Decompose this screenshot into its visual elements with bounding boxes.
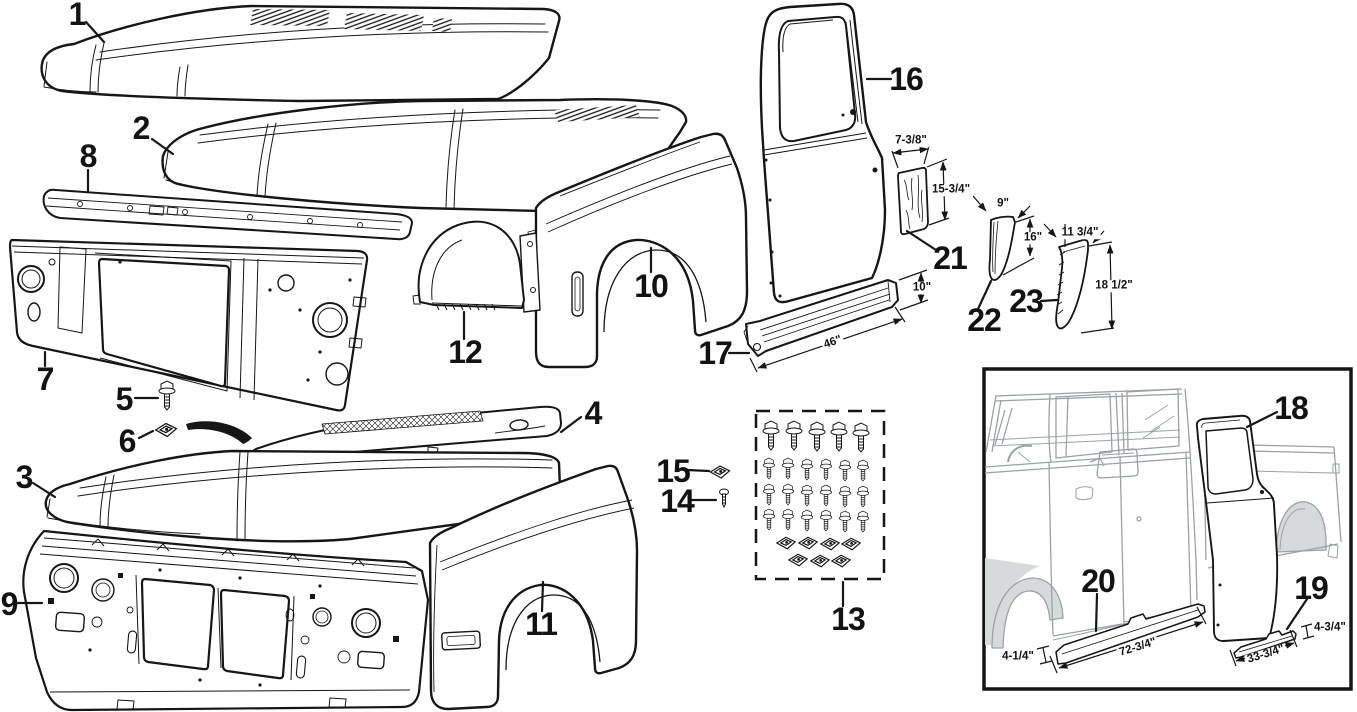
core-support-2-drawing xyxy=(22,529,430,712)
clip-15-drawing xyxy=(709,465,731,479)
callout-18: 18 xyxy=(1274,390,1309,426)
callout-19: 19 xyxy=(1294,570,1329,606)
callout-6: 6 xyxy=(118,423,137,459)
patch-23-drawing xyxy=(1055,238,1089,330)
seal-strip-drawing xyxy=(186,421,252,444)
callout-21: 21 xyxy=(933,240,968,276)
cowl-panel-drawing xyxy=(249,405,562,464)
callout-10: 10 xyxy=(634,268,669,304)
fender-10-drawing xyxy=(526,132,749,369)
callout-7: 7 xyxy=(36,361,55,397)
bolt-5-drawing xyxy=(158,380,176,411)
callout-12: 12 xyxy=(448,334,483,370)
callout-17: 17 xyxy=(698,335,733,371)
callout-16: 16 xyxy=(889,61,924,97)
callout-13: 13 xyxy=(831,601,866,637)
callout-20: 20 xyxy=(1081,563,1116,599)
hardware-kit-drawing xyxy=(754,409,886,581)
callout-4: 4 xyxy=(584,395,603,431)
callout-8: 8 xyxy=(79,138,98,174)
dimension-lines xyxy=(749,145,1315,674)
dim-part20-height: 4-1/4" xyxy=(1000,650,1036,663)
callout-15: 15 xyxy=(656,453,691,489)
inner-fender-drawing xyxy=(412,220,541,313)
cab-corner-drawing xyxy=(897,166,929,236)
callout-5: 5 xyxy=(115,381,134,417)
hood-2-drawing xyxy=(161,98,688,215)
callout-2: 2 xyxy=(132,110,151,146)
callout-11: 11 xyxy=(525,606,558,642)
door-18-drawing xyxy=(1195,414,1279,642)
dim-part22-width: 9" xyxy=(995,197,1011,210)
callout-23: 23 xyxy=(1009,283,1044,319)
callout-14: 14 xyxy=(660,483,695,519)
dim-part19-height: 4-3/4" xyxy=(1312,621,1348,634)
dim-part23-width: 11 3/4" xyxy=(1059,226,1101,239)
fender-11-drawing xyxy=(428,464,639,711)
dim-part21-width: 7-3/8" xyxy=(893,134,929,147)
screw-14-drawing xyxy=(719,488,729,508)
truck-side-view xyxy=(984,388,1342,649)
callout-9: 9 xyxy=(0,586,19,622)
dim-part22-height: 16" xyxy=(1021,231,1045,244)
callout-1: 1 xyxy=(68,0,87,32)
clip-6-drawing xyxy=(154,422,178,438)
door-shell-drawing xyxy=(759,2,887,304)
callout-3: 3 xyxy=(15,459,34,495)
dim-part17-height: 10" xyxy=(910,281,934,294)
hood-1-drawing xyxy=(40,4,561,103)
core-support-1-drawing xyxy=(8,238,369,412)
upper-bar-drawing xyxy=(42,188,413,241)
dim-part21-height: 15-3/4" xyxy=(929,183,973,196)
callout-22: 22 xyxy=(967,302,1002,338)
patch-22-drawing xyxy=(988,215,1016,284)
dim-part23-height: 18 1/2" xyxy=(1093,279,1135,292)
